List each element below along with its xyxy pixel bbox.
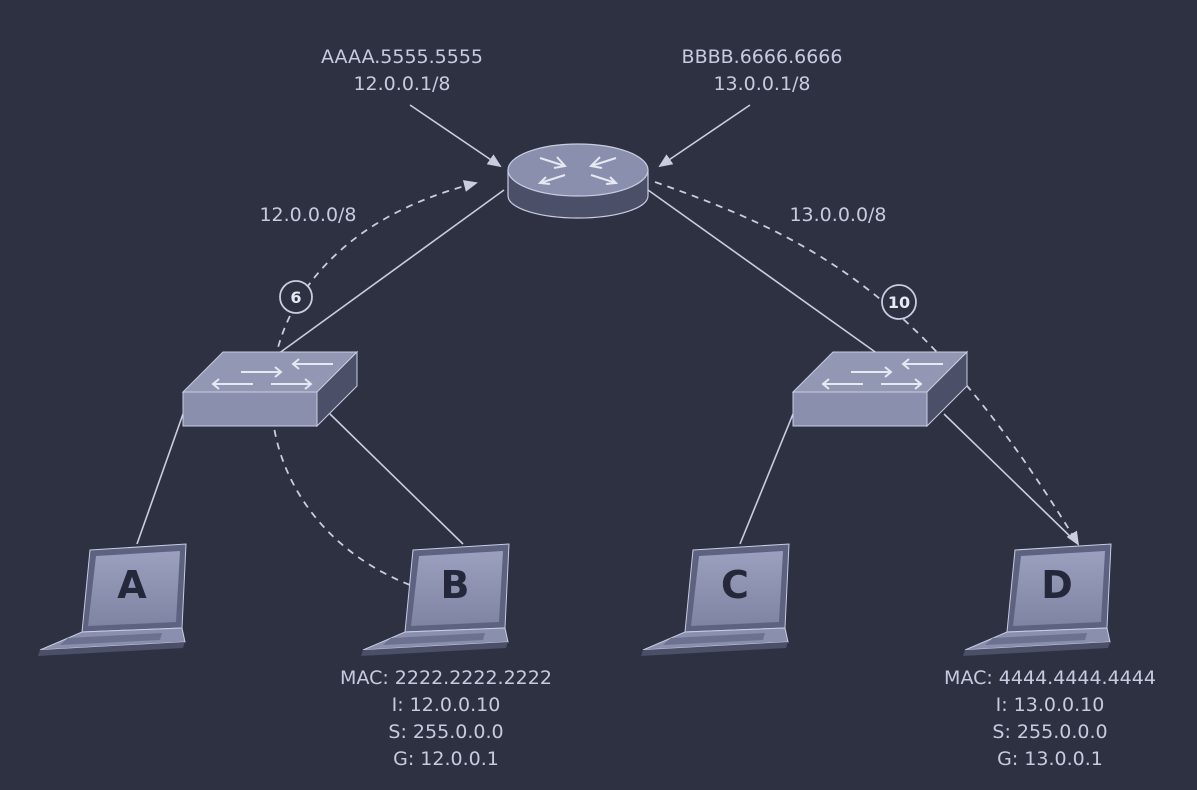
router — [507, 143, 649, 219]
laptop-a — [37, 543, 187, 657]
step-badge-right: 10 — [881, 284, 917, 320]
network-right-label: 13.0.0.0/8 — [789, 202, 886, 229]
host-d-mac: MAC: 4444.4444.4444 — [944, 667, 1156, 689]
router-arrows-icon — [537, 156, 619, 185]
laptop-d — [962, 543, 1112, 657]
link-switch-left-b — [329, 413, 464, 545]
pointer-left-interface — [409, 104, 502, 168]
step-badge-left: 6 — [279, 280, 313, 314]
router-right-interface-label: BBBB.6666.6666 13.0.0.1/8 — [682, 44, 843, 98]
host-b-ip: I: 12.0.0.10 — [391, 694, 501, 716]
router-left-mac: AAAA.5555.5555 — [320, 46, 484, 68]
link-router-switch-right — [647, 189, 879, 355]
network-right-text: 13.0.0.0/8 — [789, 204, 887, 226]
host-a-letter: A — [117, 563, 147, 607]
path-router-to-d — [654, 181, 1080, 546]
router-right-ip: 13.0.0.1/8 — [713, 73, 811, 95]
host-b-subnet: S: 255.0.0.0 — [388, 721, 504, 743]
host-d-ip: I: 13.0.0.10 — [995, 694, 1105, 716]
router-left-interface-label: AAAA.5555.5555 12.0.0.1/8 — [321, 44, 483, 98]
interface-pointers — [409, 104, 751, 168]
laptop-b — [360, 543, 510, 657]
router-right-mac: BBBB.6666.6666 — [681, 46, 843, 68]
host-d-letter: D — [1041, 563, 1073, 607]
host-b-info: MAC: 2222.2222.2222 I: 12.0.0.10 S: 255.… — [340, 665, 552, 773]
host-b-letter: B — [441, 563, 470, 607]
link-switch-left-a — [136, 413, 184, 545]
host-b-gateway: G: 12.0.0.1 — [393, 748, 499, 770]
link-switch-right-d — [943, 413, 1079, 545]
host-c-letter: C — [721, 563, 749, 607]
host-d-subnet: S: 255.0.0.0 — [992, 721, 1108, 743]
link-router-switch-left — [277, 189, 505, 355]
link-switch-right-c — [739, 413, 794, 545]
laptop-c — [640, 543, 790, 657]
host-d-gateway: G: 13.0.0.1 — [997, 748, 1103, 770]
network-left-label: 12.0.0.0/8 — [259, 202, 356, 229]
step-right-number: 10 — [888, 293, 910, 312]
host-b-mac: MAC: 2222.2222.2222 — [340, 667, 552, 689]
links — [136, 189, 1079, 545]
step-left-number: 6 — [290, 288, 301, 307]
pointer-right-interface — [658, 104, 751, 168]
host-d-info: MAC: 4444.4444.4444 I: 13.0.0.10 S: 255.… — [944, 665, 1156, 773]
network-left-text: 12.0.0.0/8 — [259, 204, 357, 226]
switch-right — [792, 351, 968, 427]
router-left-ip: 12.0.0.1/8 — [353, 73, 451, 95]
